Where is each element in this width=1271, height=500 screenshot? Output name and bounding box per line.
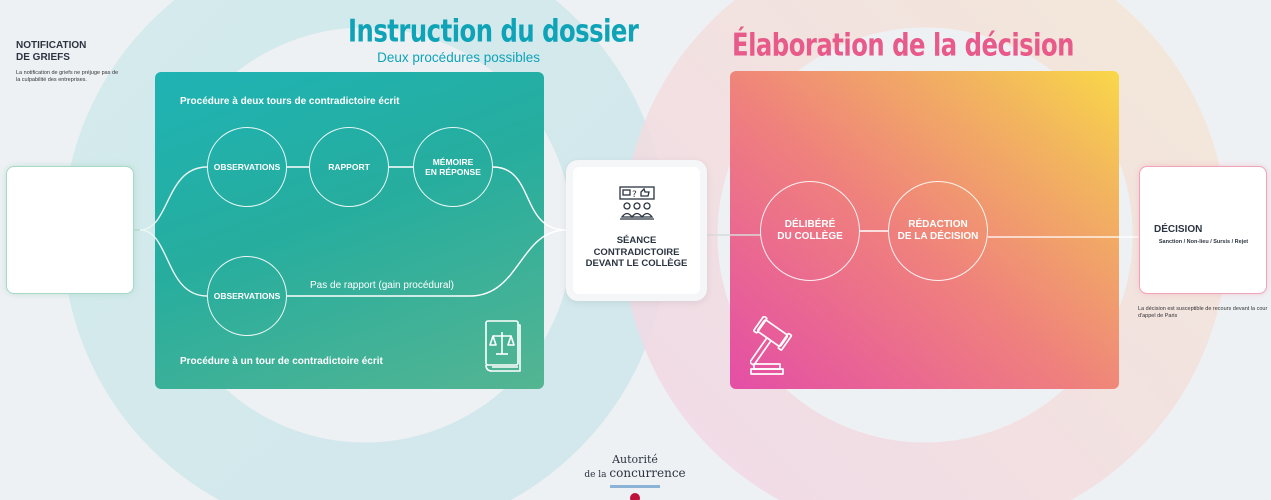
- logo-prefix: de la: [584, 470, 607, 480]
- seance-card-inner: [573, 167, 700, 294]
- step-observations-bottom: OBSERVATIONS: [207, 256, 287, 336]
- step-label-line2: DU COLLÈGE: [777, 231, 843, 242]
- logo-word: concurrence: [609, 466, 686, 480]
- svg-text:?: ?: [632, 190, 637, 200]
- step-observations-top: OBSERVATIONS: [207, 127, 287, 207]
- step-label-line1: DÉLIBÉRÉ: [784, 219, 836, 230]
- seance-label-line1: SÉANCE: [616, 235, 657, 246]
- step-rapport: RAPPORT: [309, 127, 389, 207]
- logo-line-autorite: Autorité: [612, 453, 658, 466]
- notification-title: NOTIFICATION DE GRIEFS: [16, 40, 116, 64]
- logo-bar: [610, 485, 660, 488]
- step-label: OBSERVATIONS: [213, 291, 281, 301]
- meeting-people-icon: ?: [619, 186, 655, 220]
- step-label-line2: DE LA DÉCISION: [897, 231, 979, 242]
- step-delibere-du-college: DÉLIBÉRÉ DU COLLÈGE: [760, 181, 860, 281]
- notification-text: La notification de griefs ne préjuge pas…: [16, 70, 119, 83]
- no-report-label: Pas de rapport (gain procédural): [310, 280, 454, 291]
- step-label: RAPPORT: [328, 162, 370, 172]
- decision-appeal-note: La décision est susceptible de recours d…: [1138, 306, 1268, 319]
- seance-label-line2: CONTRADICTOIRE: [593, 246, 680, 258]
- section-subtitle-procedures: Deux procédures possibles: [377, 50, 540, 65]
- seance-label: SÉANCE CONTRADICTOIRE DEVANT LE COLLÈGE: [573, 235, 700, 270]
- instruction-panel: [155, 72, 544, 389]
- step-label-line1: RÉDACTION: [908, 219, 968, 230]
- procedure-one-round-label: Procédure à un tour de contradictoire éc…: [180, 356, 383, 367]
- step-label-line1: MÉMOIRE: [432, 157, 474, 167]
- seance-label-line3: DEVANT LE COLLÈGE: [585, 258, 688, 269]
- law-book-icon: [485, 320, 521, 372]
- notification-card: [6, 166, 134, 294]
- notification-title-line2: DE GRIEFS: [16, 52, 70, 63]
- gavel-icon: [750, 316, 793, 375]
- step-memoire-en-reponse: MÉMOIRE EN RÉPONSE: [413, 127, 493, 207]
- section-title-elaboration: Élaboration de la décision: [732, 28, 1074, 64]
- logo-line-concurrence: de la concurrence: [560, 466, 710, 480]
- decision-title: DÉCISION: [1154, 224, 1203, 235]
- decision-card: [1139, 166, 1267, 294]
- step-label: OBSERVATIONS: [213, 162, 281, 172]
- step-label-line2: EN RÉPONSE: [425, 167, 481, 177]
- notification-title-line1: NOTIFICATION: [16, 40, 87, 51]
- decision-outcomes: Sanction / Non-lieu / Sursis / Rejet: [1158, 239, 1249, 245]
- logo-dot: [630, 493, 640, 500]
- step-redaction-de-la-decision: RÉDACTION DE LA DÉCISION: [888, 181, 988, 281]
- procedure-two-rounds-label: Procédure à deux tours de contradictoire…: [180, 96, 400, 107]
